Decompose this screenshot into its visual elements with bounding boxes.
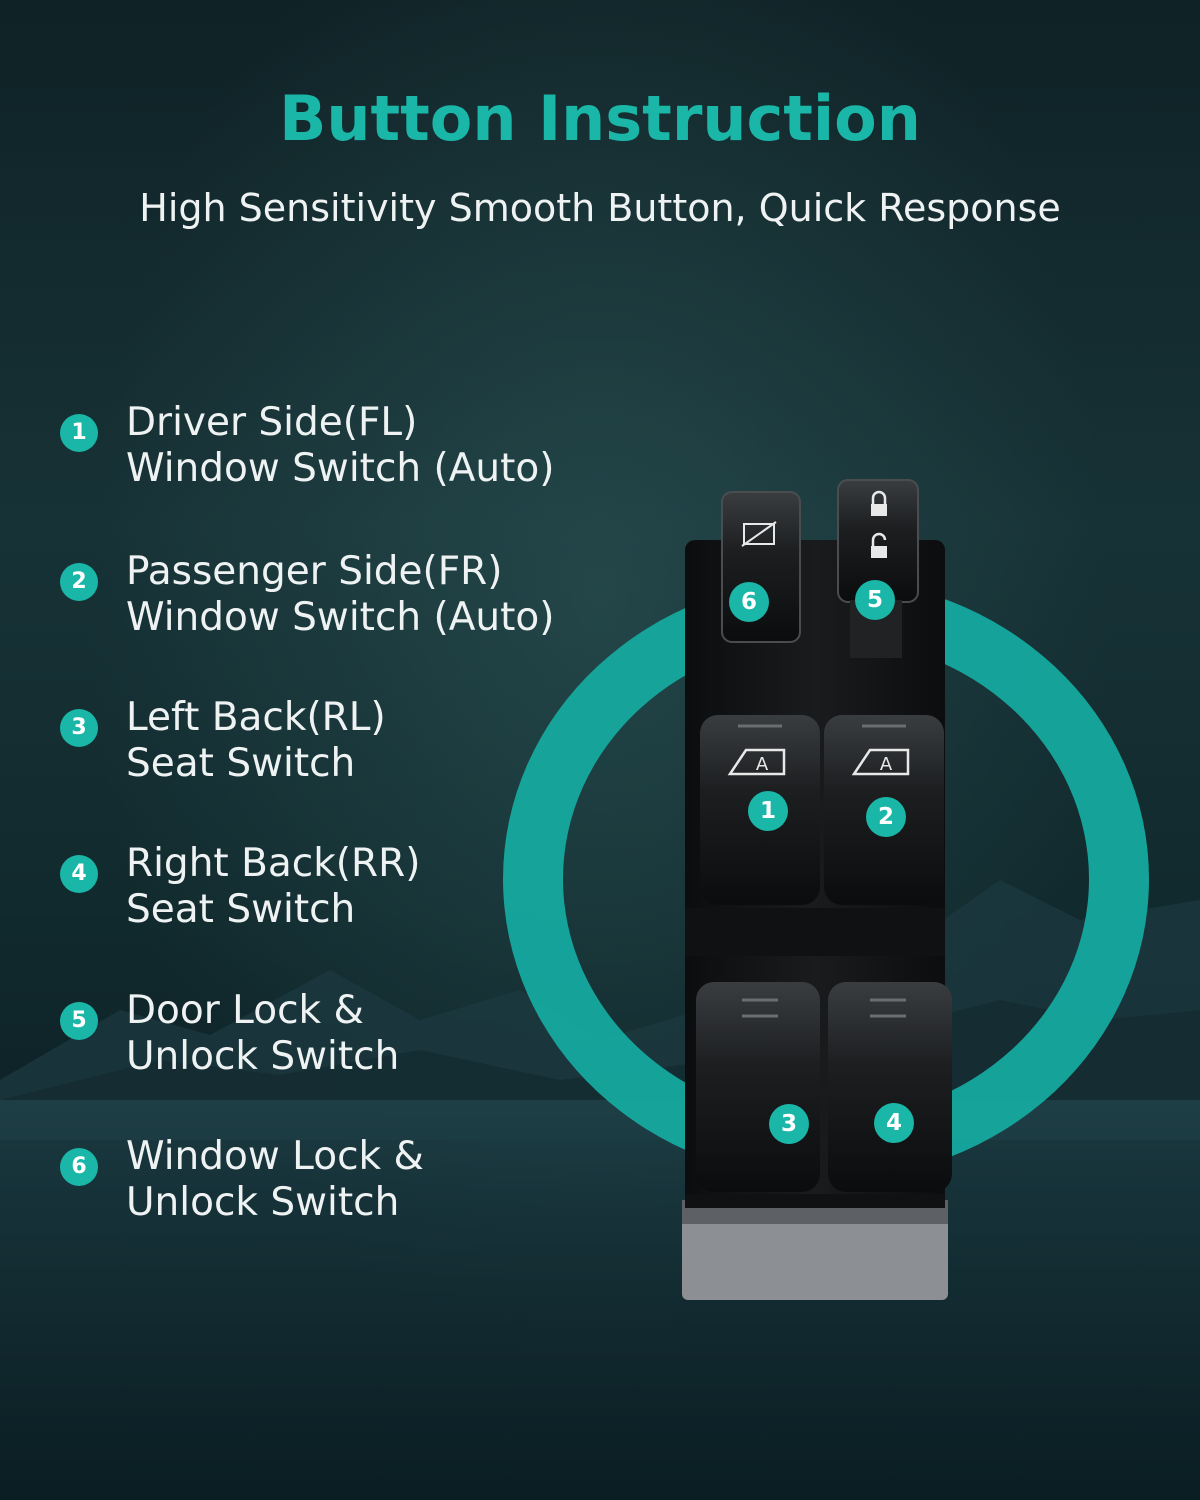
- legend-line-2: Seat Switch: [126, 741, 356, 786]
- left-back-button: [696, 982, 820, 1192]
- legend-item-door-lock: 5 Door Lock & Unlock Switch: [60, 988, 580, 1088]
- legend-line-1: Left Back(RL): [126, 695, 386, 740]
- legend-description: Driver Side(FL) Window Switch (Auto): [126, 400, 555, 492]
- legend-number-badge: 5: [60, 1002, 98, 1040]
- window-lock-button: [721, 491, 801, 643]
- legend-description: Door Lock & Unlock Switch: [126, 988, 399, 1080]
- legend-line-2: Window Switch (Auto): [126, 595, 555, 640]
- legend-item-driver-window: 1 Driver Side(FL) Window Switch (Auto): [60, 400, 580, 500]
- legend-line-1: Driver Side(FL): [126, 400, 418, 445]
- legend-number-badge: 3: [60, 709, 98, 747]
- product-badge-2: 2: [866, 797, 906, 837]
- product-badge-6: 6: [729, 582, 769, 622]
- legend-line-2: Window Switch (Auto): [126, 446, 555, 491]
- legend-description: Passenger Side(FR) Window Switch (Auto): [126, 549, 555, 641]
- right-back-button: [828, 982, 952, 1192]
- legend-number-badge: 2: [60, 563, 98, 601]
- legend-number-badge: 6: [60, 1148, 98, 1186]
- legend-line-1: Window Lock &: [126, 1134, 424, 1179]
- legend-line-1: Passenger Side(FR): [126, 549, 503, 594]
- switch-base: [682, 1200, 948, 1300]
- legend-line-1: Right Back(RR): [126, 841, 421, 886]
- legend-item-right-back: 4 Right Back(RR) Seat Switch: [60, 841, 580, 941]
- legend-line-2: Unlock Switch: [126, 1180, 400, 1225]
- auto-label: A: [756, 754, 769, 775]
- product-badge-1: 1: [748, 791, 788, 831]
- legend-line-2: Seat Switch: [126, 887, 356, 932]
- legend-description: Right Back(RR) Seat Switch: [126, 841, 420, 933]
- legend-item-window-lock: 6 Window Lock & Unlock Switch: [60, 1134, 580, 1234]
- legend-line-2: Unlock Switch: [126, 1034, 400, 1079]
- legend-number-badge: 4: [60, 855, 98, 893]
- auto-label: A: [880, 754, 893, 775]
- legend-description: Window Lock & Unlock Switch: [126, 1134, 424, 1226]
- background-water: [0, 1100, 1200, 1500]
- product-badge-5: 5: [855, 580, 895, 620]
- product-badge-3: 3: [769, 1104, 809, 1144]
- product-badge-4: 4: [874, 1103, 914, 1143]
- legend-item-left-back: 3 Left Back(RL) Seat Switch: [60, 695, 580, 795]
- legend-line-1: Door Lock &: [126, 988, 364, 1033]
- window-switch-product: A A: [682, 479, 952, 1300]
- page-title: Button Instruction: [279, 82, 921, 155]
- legend-number-badge: 1: [60, 414, 98, 452]
- legend-item-passenger-window: 2 Passenger Side(FR) Window Switch (Auto…: [60, 549, 580, 649]
- legend-description: Left Back(RL) Seat Switch: [126, 695, 386, 787]
- page-subtitle: High Sensitivity Smooth Button, Quick Re…: [139, 186, 1061, 230]
